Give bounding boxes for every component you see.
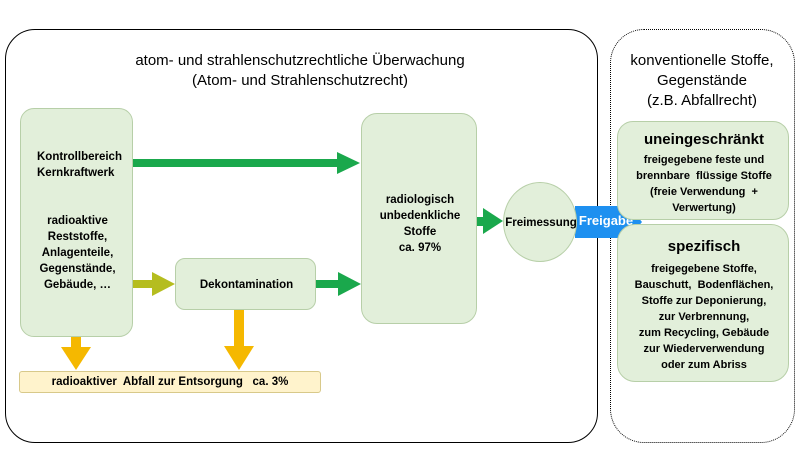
unbedenklich-line: unbedenkliche [379, 210, 461, 222]
conventional-title-line2: Gegenstände [656, 72, 748, 89]
kontrollbereich-item: Reststoffe, [47, 231, 108, 243]
surveillance-title: atom- und strahlenschutzrechtliche Überw… [100, 51, 500, 91]
arrow-kontroll-to-unbedenklich [133, 152, 360, 174]
uneingeschraenkt-heading: uneingeschränkt [643, 131, 765, 148]
uneingeschraenkt-line: brennbare flüssige Stoffe [636, 170, 772, 182]
spezifisch-line: oder zum Abriss [661, 359, 747, 371]
arrow-unbedenklich-to-freimessung [477, 208, 503, 234]
kontrollbereich-item: Gegenstände, [39, 263, 116, 275]
kontrollbereich-item: Gebäude, … [43, 279, 112, 291]
spezifisch-heading: spezifisch [667, 238, 741, 255]
conventional-title-line3: (z.B. Abfallrecht) [646, 92, 758, 109]
spezifisch-box: spezifisch freigegebene Stoffe, Bauschut… [617, 224, 789, 382]
dekontamination-box: Dekontamination [175, 258, 316, 310]
kontrollbereich-box: Kontrollbereich Kernkraftwerk radioaktiv… [20, 108, 133, 337]
unbedenklich-box: radiologisch unbedenkliche Stoffe ca. 97… [361, 113, 477, 324]
freimessung-circle: Freimessung [503, 182, 577, 262]
kontrollbereich-heading-line2: Kernkraftwerk [37, 167, 115, 179]
arrow-kontroll-to-dekontamination [133, 272, 175, 296]
surveillance-title-line1: atom- und strahlenschutzrechtliche Überw… [135, 52, 465, 69]
abfall-box: radioaktiver Abfall zur Entsorgung ca. 3… [19, 371, 321, 393]
spezifisch-line: zur Verbrennung, [658, 311, 750, 323]
spezifisch-line: zum Recycling, Gebäude [638, 327, 770, 339]
freimessung-label: Freimessung [505, 217, 577, 229]
uneingeschraenkt-line: Verwertung) [672, 202, 736, 214]
kontrollbereich-item: radioaktive [47, 215, 108, 227]
uneingeschraenkt-line: (freie Verwendung + [650, 186, 758, 198]
dekontamination-label: Dekontamination [199, 279, 294, 291]
spezifisch-line: zur Wiederverwendung [643, 343, 765, 355]
arrow-dekontamination-to-unbedenklich [316, 272, 361, 296]
kontrollbereich-item: Anlagenteile, [41, 247, 114, 259]
abfall-label: radioaktiver Abfall zur Entsorgung ca. 3… [51, 376, 289, 388]
uneingeschraenkt-box: uneingeschränkt freigegebene feste und b… [617, 121, 789, 220]
kontrollbereich-heading-line1: Kontrollbereich [37, 151, 122, 163]
unbedenklich-line: radiologisch [385, 194, 455, 206]
arrow-kontroll-to-abfall [61, 336, 91, 370]
unbedenklich-line: Stoffe [403, 226, 437, 238]
freigabe-label: Freigabe [578, 213, 634, 228]
conventional-title-line1: konventionelle Stoffe, [630, 52, 774, 69]
surveillance-title-line2: (Atom- und Strahlenschutzrecht) [192, 72, 408, 89]
spezifisch-line: freigegebene Stoffe, [651, 263, 757, 275]
spezifisch-line: Stoffe zur Deponierung, [641, 295, 767, 307]
arrow-dekontamination-to-abfall [224, 309, 254, 370]
uneingeschraenkt-line: freigegebene feste und [643, 154, 765, 166]
unbedenklich-line: ca. 97% [398, 242, 442, 254]
conventional-title: konventionelle Stoffe, Gegenstände (z.B.… [612, 51, 792, 111]
spezifisch-line: Bauschutt, Bodenflächen, [634, 279, 774, 291]
